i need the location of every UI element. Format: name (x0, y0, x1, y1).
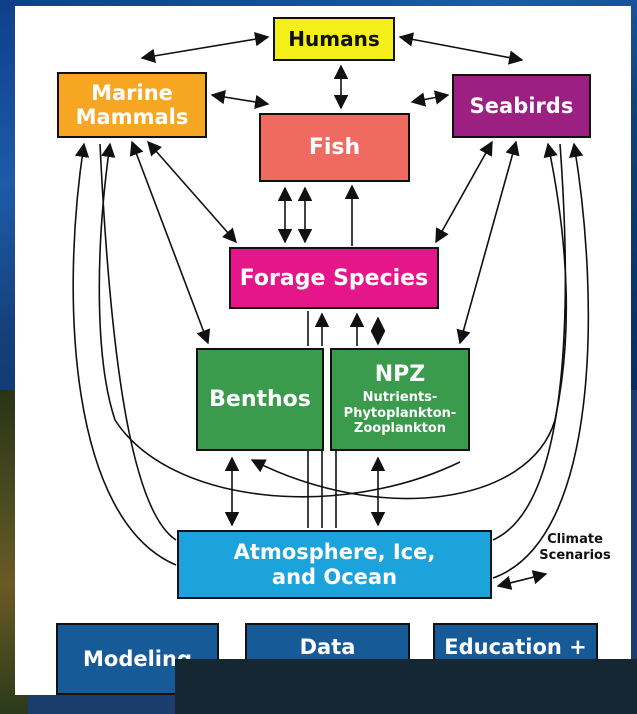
arrow-seabirds-npz (456, 140, 520, 345)
dark-overlay-bar (175, 659, 637, 714)
node-fish-label: Fish (308, 135, 361, 160)
node-seabirds-label: Seabirds (469, 94, 574, 118)
arrow-humans-seabirds (398, 32, 524, 65)
arrow-npz-marine (98, 142, 461, 498)
node-fish: Fish (259, 113, 410, 182)
education-label: Education + (444, 635, 587, 659)
node-benthos: Benthos (196, 348, 324, 451)
arrow-climate (496, 570, 548, 590)
arrow-marine-forage (147, 140, 237, 244)
climate-scenarios-label: Climate Scenarios (539, 532, 611, 563)
node-npz: NPZ Nutrients- Phytoplankton- Zooplankto… (330, 348, 470, 451)
node-marine-mammals: Marine Mammals (57, 72, 207, 138)
arrow-atmo-marine-inner (99, 143, 177, 541)
node-forage-species-label: Forage Species (239, 265, 429, 291)
arrow-marine-benthos (129, 140, 211, 345)
node-benthos-label: Benthos (209, 387, 311, 412)
data-label: Data (299, 635, 356, 659)
arrow-seabirds-forage (435, 140, 493, 244)
arrow-humans-marine (140, 32, 270, 63)
node-humans: Humans (273, 17, 395, 61)
node-seabirds: Seabirds (452, 74, 591, 138)
arrow-atmo-marine-outer (72, 142, 177, 566)
arrow-atmo-seabirds-outer (492, 142, 590, 579)
arrow-atmo-seabirds-inner (492, 143, 567, 541)
modeling-label: Modeling (83, 647, 192, 671)
node-forage-species: Forage Species (229, 247, 439, 309)
node-humans-label: Humans (288, 27, 380, 51)
node-npz-subtitle: Nutrients- Phytoplankton- Zooplankton (343, 390, 457, 437)
arrow-seabirds-fish (410, 90, 450, 107)
node-marine-mammals-label: Marine Mammals (75, 80, 189, 129)
arrow-benthos-seabirds (250, 142, 568, 500)
node-atmosphere: Atmosphere, Ice, and Ocean (177, 530, 492, 599)
node-atmosphere-label: Atmosphere, Ice, and Ocean (233, 540, 436, 589)
arrow-marine-fish (210, 89, 270, 110)
node-npz-title: NPZ (374, 362, 426, 388)
